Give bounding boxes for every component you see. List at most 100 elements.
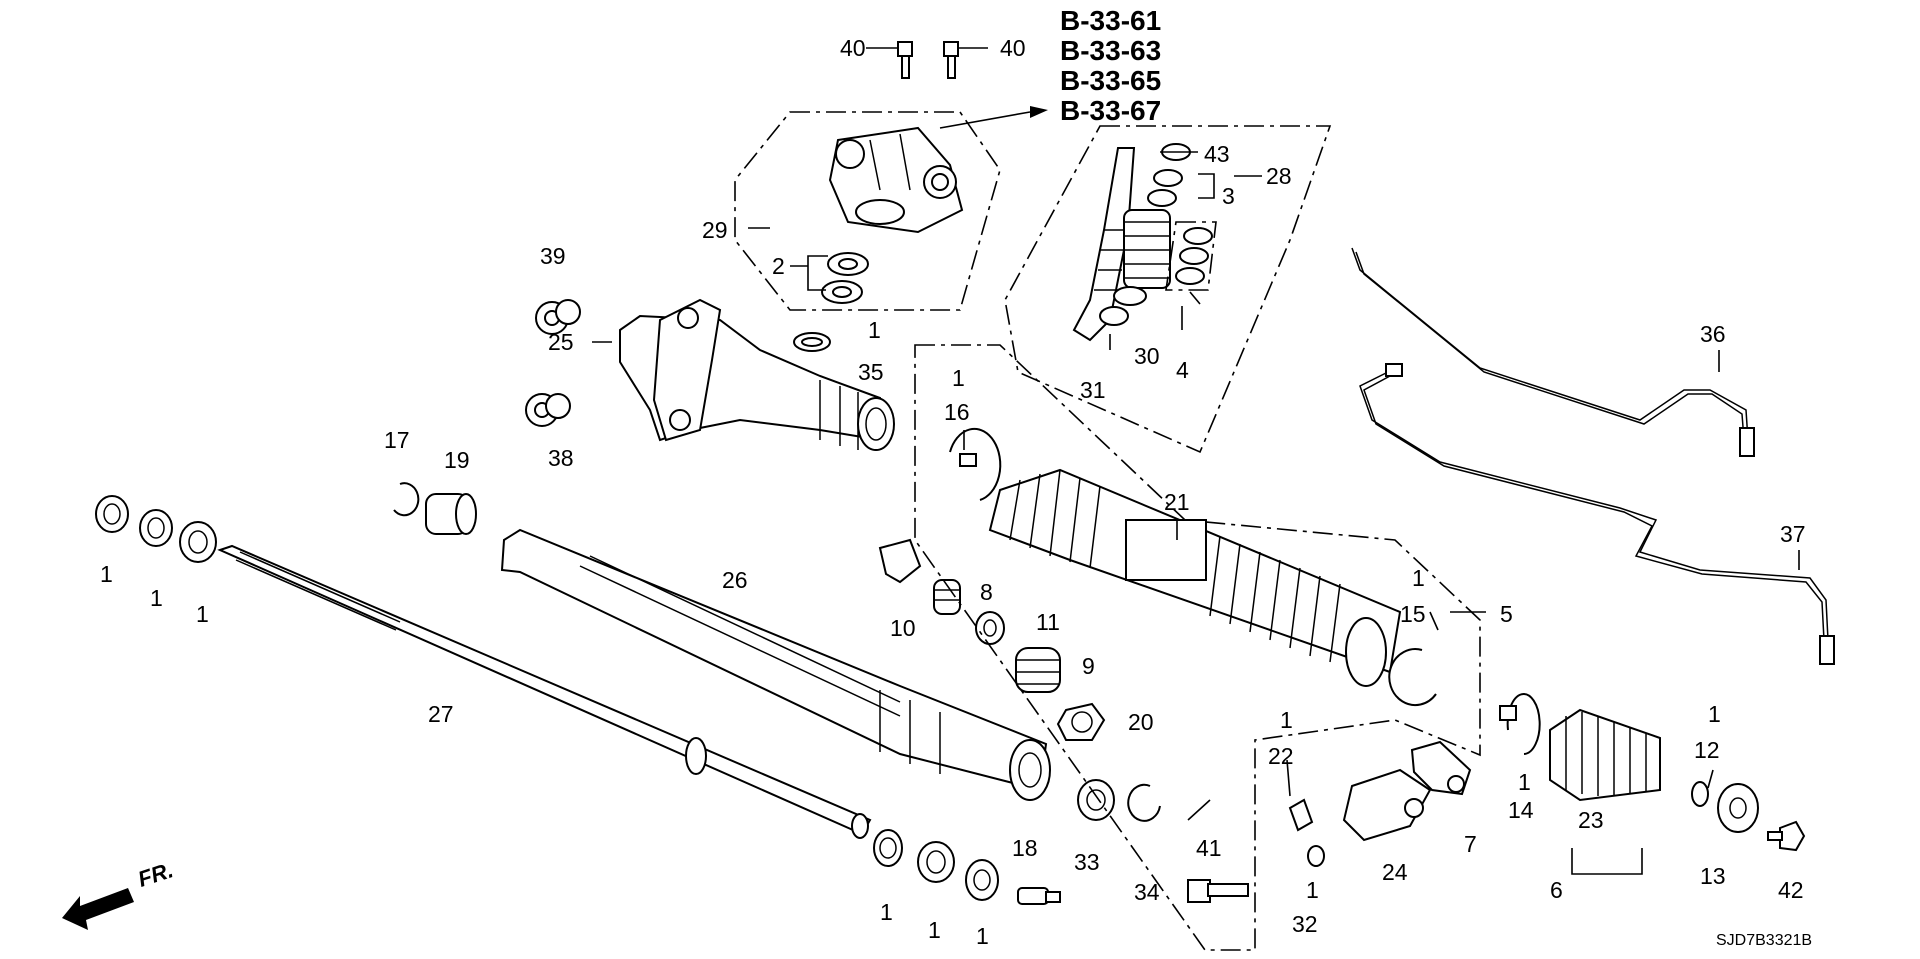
- callout-25[interactable]: 25: [548, 329, 574, 355]
- bushing-1a[interactable]: [95, 495, 129, 533]
- callout-23[interactable]: 23: [1578, 807, 1604, 833]
- callout-1d[interactable]: 1: [880, 899, 893, 925]
- boot-23[interactable]: [1549, 708, 1661, 802]
- callout-40b[interactable]: 40: [1000, 35, 1026, 61]
- callout-36[interactable]: 36: [1700, 321, 1726, 347]
- callout-16[interactable]: 16: [944, 399, 970, 425]
- pipe-37[interactable]: [1359, 371, 1829, 641]
- fitting-18[interactable]: [1017, 887, 1061, 905]
- bushing-1f[interactable]: [965, 859, 999, 901]
- callout-11[interactable]: 11: [1036, 609, 1060, 635]
- spring-8[interactable]: [933, 579, 961, 615]
- seal-2[interactable]: [821, 252, 869, 304]
- bracket-24[interactable]: [1342, 768, 1432, 842]
- o-ring-35[interactable]: [793, 332, 831, 352]
- callout-37[interactable]: 37: [1780, 521, 1806, 547]
- callout-33[interactable]: 33: [1074, 849, 1100, 875]
- bolt-40-right[interactable]: [943, 41, 959, 79]
- valve-body-part[interactable]: [828, 126, 964, 234]
- washer-11[interactable]: [975, 611, 1005, 645]
- callout-1c[interactable]: 1: [196, 601, 209, 627]
- bushing-19[interactable]: [425, 493, 477, 535]
- callout-7[interactable]: 7: [1464, 831, 1477, 857]
- callout-31[interactable]: 31: [1080, 377, 1106, 403]
- reference-code-3[interactable]: B-33-65: [1060, 65, 1162, 96]
- callout-15[interactable]: 15: [1400, 601, 1426, 627]
- callout-1-22[interactable]: 1: [1280, 707, 1293, 733]
- callout-1f[interactable]: 1: [976, 923, 989, 949]
- callout-9[interactable]: 9: [1082, 653, 1095, 679]
- clamp-14[interactable]: [1499, 693, 1541, 755]
- washer-32[interactable]: [1307, 845, 1325, 867]
- callout-30[interactable]: 30: [1134, 343, 1160, 369]
- reference-code-2[interactable]: B-33-63: [1060, 35, 1162, 66]
- callout-4[interactable]: 4: [1176, 357, 1189, 383]
- callout-21[interactable]: 21: [1164, 489, 1190, 515]
- washer-31[interactable]: [1099, 306, 1129, 326]
- seal-1d[interactable]: [873, 829, 903, 867]
- callout-40a[interactable]: 40: [840, 35, 866, 61]
- bolt-42[interactable]: [1767, 820, 1806, 852]
- callout-17[interactable]: 17: [384, 427, 410, 453]
- callout-20[interactable]: 20: [1128, 709, 1154, 735]
- callout-26[interactable]: 26: [722, 567, 748, 593]
- seal-kit-4[interactable]: [1165, 221, 1217, 291]
- plug-38[interactable]: [525, 393, 571, 427]
- callout-27[interactable]: 27: [428, 701, 454, 727]
- callout-28[interactable]: 28: [1266, 163, 1292, 189]
- callout-1a[interactable]: 1: [100, 561, 113, 587]
- washer-13[interactable]: [1717, 783, 1759, 833]
- callout-29[interactable]: 29: [702, 217, 728, 243]
- callout-10[interactable]: 10: [890, 615, 916, 641]
- reference-code-4[interactable]: B-33-67: [1060, 95, 1162, 126]
- clamp-16[interactable]: [949, 427, 1002, 501]
- callout-12[interactable]: 12: [1694, 737, 1720, 763]
- clip-12[interactable]: [1691, 781, 1709, 807]
- callout-1-15[interactable]: 1: [1412, 565, 1425, 591]
- rack-housing-25[interactable]: [619, 298, 895, 451]
- bolt-41[interactable]: [1187, 879, 1249, 903]
- callout-1-12[interactable]: 1: [1708, 701, 1721, 727]
- bearing-30[interactable]: [1113, 209, 1171, 306]
- bolt-40-left[interactable]: [897, 41, 913, 79]
- seal-1e[interactable]: [917, 841, 955, 883]
- callout-3[interactable]: 3: [1222, 183, 1235, 209]
- washer-1b[interactable]: [139, 509, 173, 547]
- pipe-36[interactable]: [1351, 247, 1749, 441]
- spring-9[interactable]: [1015, 647, 1061, 693]
- callout-43[interactable]: 43: [1204, 141, 1230, 167]
- callout-1e[interactable]: 1: [928, 917, 941, 943]
- callout-35[interactable]: 35: [858, 359, 884, 385]
- callout-39[interactable]: 39: [540, 243, 566, 269]
- callout-24[interactable]: 24: [1382, 859, 1408, 885]
- callout-2[interactable]: 2: [772, 253, 785, 279]
- callout-1-16[interactable]: 1: [952, 365, 965, 391]
- clip-22[interactable]: [1288, 798, 1314, 832]
- callout-14[interactable]: 14: [1508, 797, 1534, 823]
- callout-8[interactable]: 8: [980, 579, 993, 605]
- callout-32[interactable]: 32: [1292, 911, 1318, 937]
- stop-7[interactable]: [1410, 740, 1472, 796]
- callout-5[interactable]: 5: [1500, 601, 1513, 627]
- callout-18[interactable]: 18: [1012, 835, 1038, 861]
- callout-19[interactable]: 19: [444, 447, 470, 473]
- reference-code-1[interactable]: B-33-61: [1060, 5, 1162, 36]
- callout-1-14[interactable]: 1: [1518, 769, 1531, 795]
- rack-27[interactable]: [217, 544, 872, 839]
- seal-33[interactable]: [1077, 779, 1115, 821]
- callout-1b[interactable]: 1: [150, 585, 163, 611]
- callout-6[interactable]: 6: [1550, 877, 1563, 903]
- callout-38[interactable]: 38: [548, 445, 574, 471]
- callout-1-32[interactable]: 1: [1306, 877, 1319, 903]
- callout-42[interactable]: 42: [1778, 877, 1804, 903]
- pinion-shaft-part[interactable]: [1072, 147, 1136, 342]
- seal-1c[interactable]: [179, 521, 217, 563]
- locknut-20[interactable]: [1056, 702, 1106, 741]
- cap-10[interactable]: [878, 538, 922, 584]
- callout-13[interactable]: 13: [1700, 863, 1726, 889]
- circlip-17[interactable]: [393, 482, 420, 517]
- callout-22[interactable]: 22: [1268, 743, 1294, 769]
- clamp-15[interactable]: [1388, 648, 1437, 707]
- circlip-34[interactable]: [1127, 783, 1161, 822]
- plug-39[interactable]: [535, 299, 581, 335]
